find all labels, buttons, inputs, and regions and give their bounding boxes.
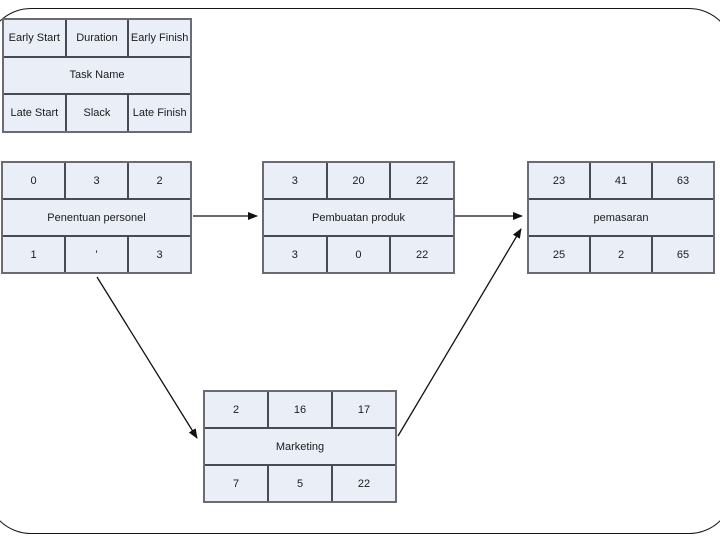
late-finish-value: 3 (129, 237, 190, 272)
task-node-pemasaran: 23 41 63 pemasaran 25 2 65 (527, 161, 715, 274)
slack-value: ' (66, 237, 127, 272)
early-finish-value: 17 (333, 392, 395, 427)
early-start-value: 0 (3, 163, 64, 198)
duration-value: 20 (327, 163, 390, 198)
legend-slack: Slack (66, 95, 128, 131)
legend-task-name: Task Name (4, 57, 190, 94)
late-start-value: 1 (3, 237, 64, 272)
legend-late-start: Late Start (4, 95, 65, 131)
legend-box: Early Start Duration Early Finish Task N… (2, 18, 192, 133)
task-name: Penentuan personel (3, 200, 190, 235)
legend-early-start: Early Start (4, 20, 65, 56)
duration-value: 41 (591, 163, 651, 198)
late-start-value: 25 (529, 237, 589, 272)
late-start-value: 7 (205, 466, 267, 501)
slack-value: 2 (591, 237, 651, 272)
early-finish-value: 22 (391, 163, 453, 198)
task-name: Marketing (205, 429, 395, 464)
slack-value: 5 (269, 466, 331, 501)
late-finish-value: 65 (653, 237, 713, 272)
early-start-value: 3 (264, 163, 326, 198)
slide-rounded-border (0, 8, 720, 534)
task-node-marketing: 2 16 17 Marketing 7 5 22 (203, 390, 397, 503)
legend-duration: Duration (66, 20, 128, 56)
late-finish-value: 22 (391, 237, 453, 272)
duration-value: 16 (269, 392, 331, 427)
task-node-pembuatan-produk: 3 20 22 Pembuatan produk 3 0 22 (262, 161, 455, 274)
legend-early-finish: Early Finish (129, 20, 190, 56)
early-start-value: 23 (529, 163, 589, 198)
task-name: pemasaran (529, 200, 713, 235)
early-finish-value: 2 (129, 163, 190, 198)
task-name: Pembuatan produk (264, 200, 453, 235)
late-finish-value: 22 (333, 466, 395, 501)
slack-value: 0 (327, 237, 390, 272)
task-node-penentuan-personel: 0 3 2 Penentuan personel 1 ' 3 (1, 161, 192, 274)
late-start-value: 3 (264, 237, 326, 272)
legend-late-finish: Late Finish (129, 95, 190, 131)
duration-value: 3 (66, 163, 127, 198)
early-finish-value: 63 (653, 163, 713, 198)
early-start-value: 2 (205, 392, 267, 427)
